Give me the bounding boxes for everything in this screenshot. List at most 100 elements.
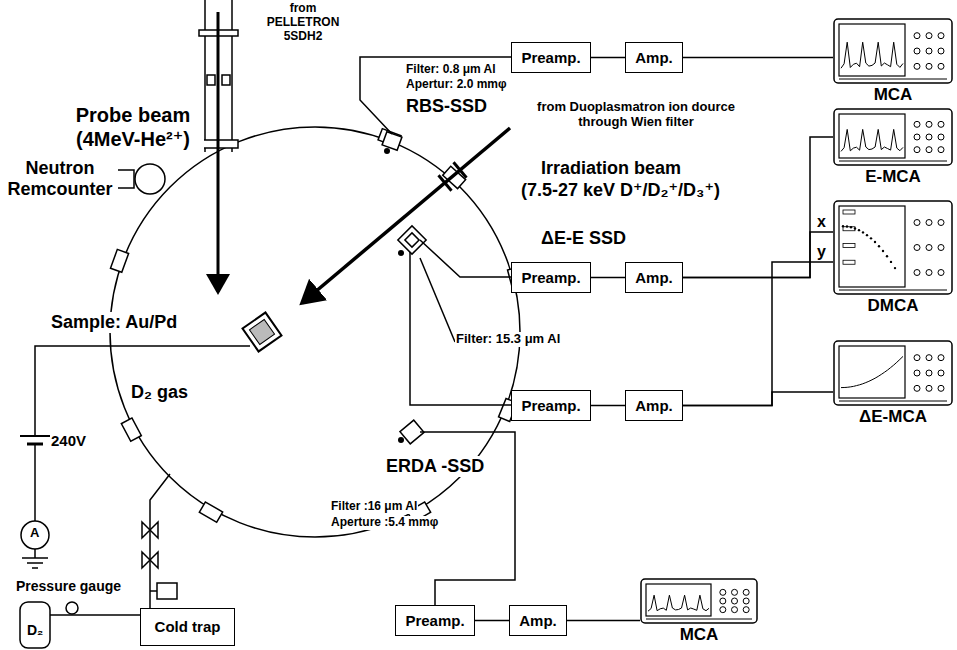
monitor-label: DMCA bbox=[868, 296, 919, 316]
control-knob bbox=[914, 147, 920, 153]
scatter-dot bbox=[862, 231, 864, 233]
edge-label: y bbox=[816, 243, 827, 261]
control-knob bbox=[926, 220, 932, 226]
electronics-box: Preamp. bbox=[511, 262, 591, 293]
collimator bbox=[207, 75, 215, 85]
electronics-box: Cold trap bbox=[140, 608, 235, 646]
control-knob bbox=[914, 355, 920, 361]
scatter-dot bbox=[858, 229, 860, 231]
annotation-label: Probe beam bbox=[62, 104, 204, 127]
rbs-cable bbox=[360, 57, 511, 134]
control-knob bbox=[926, 48, 932, 54]
monitor-case bbox=[834, 19, 952, 83]
signal-connector bbox=[591, 405, 625, 407]
signal-connector bbox=[683, 137, 833, 278]
annotation-label: Pressure gauge bbox=[15, 578, 122, 594]
remcounter-body bbox=[116, 170, 134, 188]
annotation-label: Filter: 15.3 μm Al bbox=[455, 332, 561, 347]
control-knob bbox=[720, 589, 726, 595]
e-cable bbox=[420, 240, 511, 277]
control-knob bbox=[720, 607, 726, 613]
monitor-icon bbox=[833, 108, 953, 166]
monitor-label: MCA bbox=[680, 625, 719, 645]
monitor-case bbox=[641, 579, 757, 623]
control-knob bbox=[938, 134, 944, 140]
monitor-base bbox=[839, 401, 947, 402]
rbs-detector bbox=[382, 132, 402, 151]
remcounter-sphere bbox=[135, 164, 165, 194]
box-label: Preamp. bbox=[521, 269, 580, 286]
edge-label: x bbox=[816, 213, 827, 231]
control-knob bbox=[938, 121, 944, 127]
annotation-label: from Duoplasmatron ion dource through Wi… bbox=[515, 100, 757, 130]
irradiation-beam-arrow bbox=[302, 128, 510, 303]
control-knob bbox=[938, 33, 944, 39]
screen-bar bbox=[843, 210, 855, 214]
scatter-dot bbox=[870, 237, 872, 239]
de-detector bbox=[405, 233, 419, 247]
annotation-label: Filter :16 μm Al bbox=[330, 500, 418, 514]
box-label: Preamp. bbox=[521, 397, 580, 414]
control-knob bbox=[938, 385, 944, 391]
control-knob bbox=[938, 48, 944, 54]
control-knob bbox=[938, 370, 944, 376]
spectrum-trace bbox=[648, 595, 709, 611]
monitor-screen bbox=[839, 346, 905, 398]
box-label: Preamp. bbox=[521, 49, 580, 66]
sample bbox=[249, 319, 274, 344]
control-knob bbox=[914, 370, 920, 376]
gas-cylinder bbox=[20, 602, 50, 648]
flange bbox=[110, 249, 128, 272]
control-knob bbox=[938, 147, 944, 153]
monitor-icon bbox=[833, 340, 953, 406]
monitor-screen bbox=[839, 206, 905, 287]
monitor-case bbox=[834, 201, 952, 294]
monitor-screen bbox=[839, 24, 905, 76]
analyzer-monitor: MCA bbox=[833, 18, 953, 84]
electronics-box: Amp. bbox=[625, 390, 683, 421]
annotation-label: Filter: 0.8 μm Al bbox=[405, 63, 497, 77]
control-knob bbox=[926, 385, 932, 391]
flange bbox=[199, 502, 222, 522]
wire bbox=[35, 346, 250, 436]
electronics-box: Preamp. bbox=[395, 605, 475, 636]
spectrum-trace bbox=[841, 42, 903, 68]
control-knob bbox=[926, 270, 932, 276]
annotation-label: Neutron Remcounter bbox=[2, 158, 118, 199]
electronics-box: Preamp. bbox=[511, 42, 591, 73]
annotation-label: from PELLETRON 5SDH2 bbox=[262, 2, 344, 43]
annotation-label: Apertur: 2.0 mmφ bbox=[405, 78, 508, 92]
control-knob bbox=[743, 589, 749, 595]
monitor-icon bbox=[833, 18, 953, 84]
flange bbox=[121, 418, 141, 441]
electronics-box: Preamp. bbox=[511, 390, 591, 421]
pipe bbox=[150, 590, 157, 592]
remcounter-icon bbox=[116, 164, 165, 194]
monitor-case bbox=[834, 109, 952, 165]
control-knob bbox=[732, 607, 738, 613]
control-knob bbox=[914, 121, 920, 127]
bias-circuit bbox=[20, 346, 250, 568]
control-knob bbox=[732, 589, 738, 595]
signal-connector bbox=[683, 262, 833, 406]
control-knob bbox=[914, 385, 920, 391]
signal-connector bbox=[683, 57, 833, 59]
electronics-box: Amp. bbox=[625, 42, 683, 73]
dot bbox=[398, 250, 404, 256]
control-knob bbox=[926, 63, 932, 69]
control-knob bbox=[926, 33, 932, 39]
dot bbox=[384, 148, 390, 154]
scatter-dot bbox=[894, 267, 896, 269]
detector-dots bbox=[384, 148, 404, 443]
control-knob bbox=[938, 63, 944, 69]
control-knob bbox=[926, 147, 932, 153]
valve bbox=[142, 552, 158, 568]
annotation-label: Sample: Au/Pd bbox=[50, 312, 178, 333]
scatter-dot bbox=[890, 261, 892, 263]
leader-line bbox=[420, 258, 455, 342]
annotation-label: RBS-SSD bbox=[405, 96, 488, 117]
monitor-screen bbox=[839, 114, 905, 158]
wire bbox=[34, 444, 36, 521]
detectors bbox=[382, 132, 426, 444]
